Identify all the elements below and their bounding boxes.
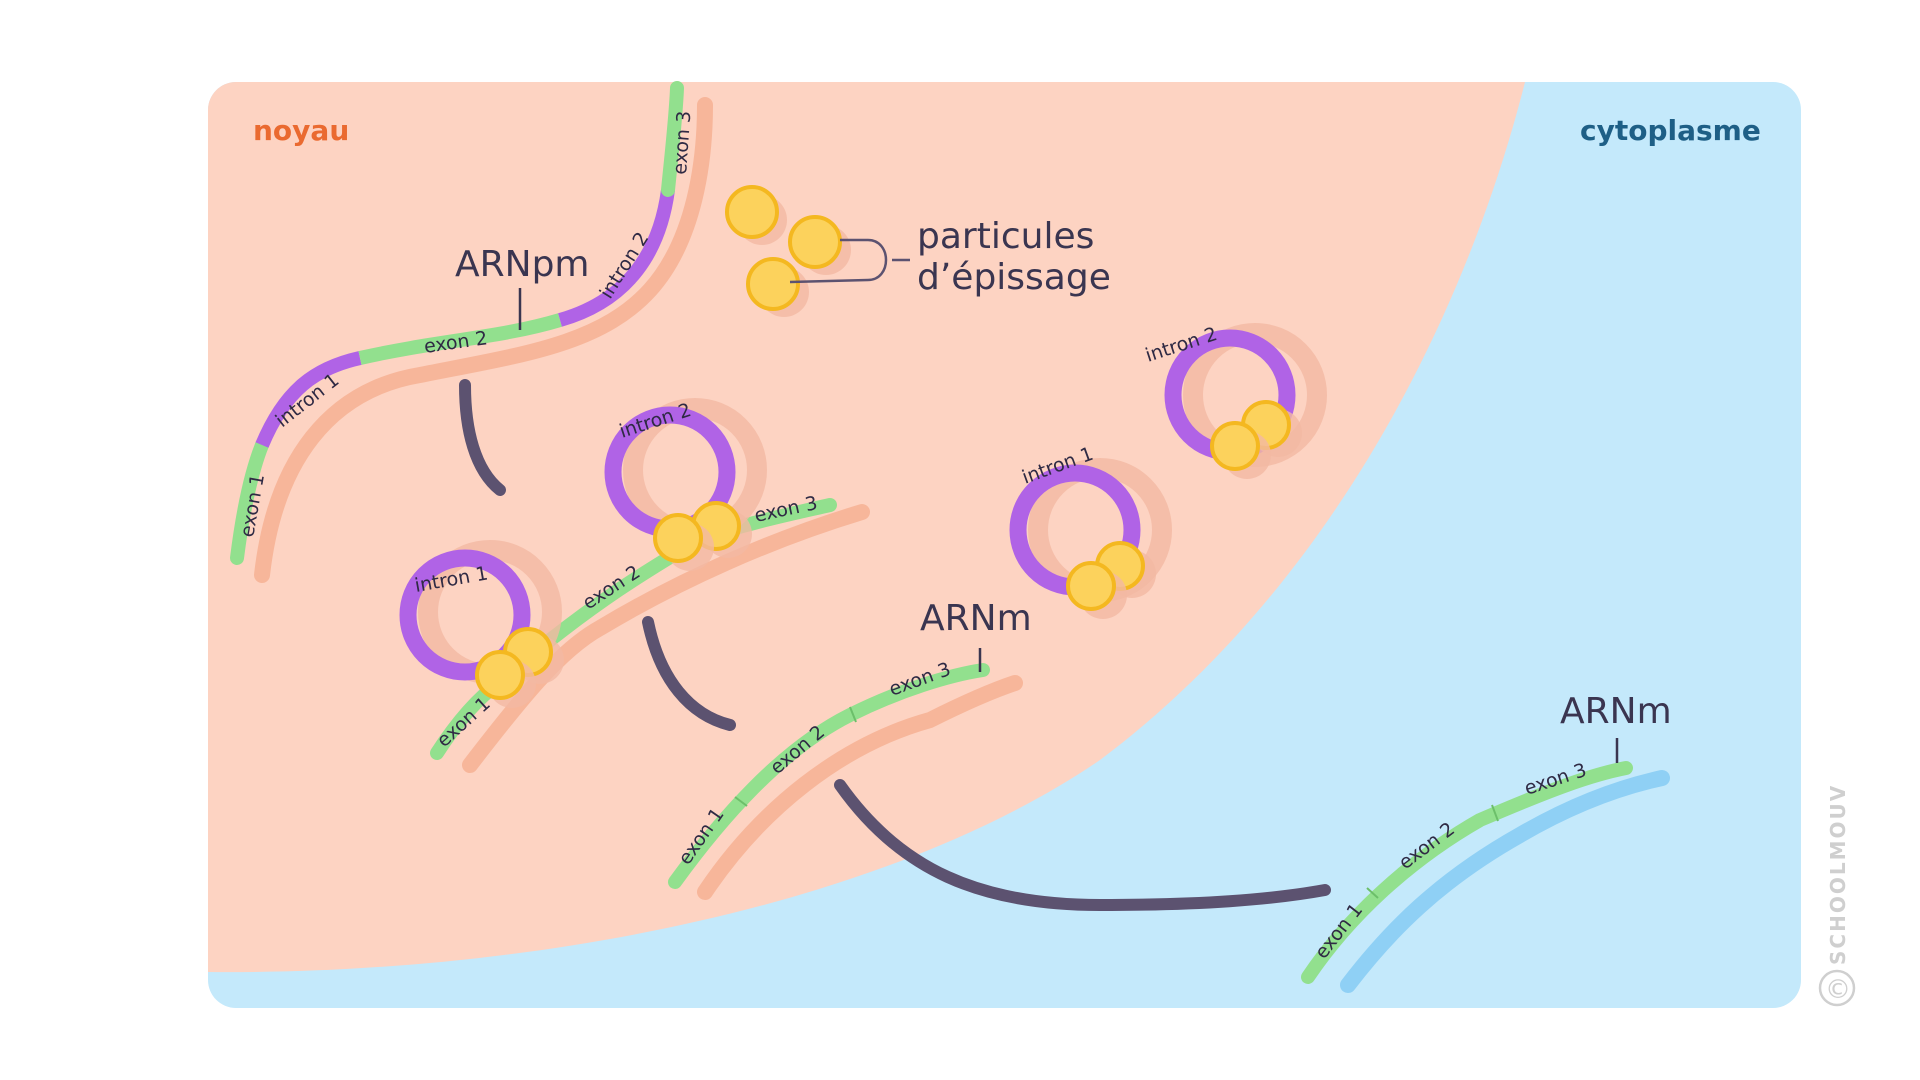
mrna-cytoplasm-label: ARNm xyxy=(1560,691,1672,732)
copyright-symbol: © xyxy=(1825,975,1851,1005)
exon3-segment xyxy=(661,81,684,197)
mrna-cytoplasm-shadow-strand xyxy=(1340,770,1670,993)
splicing-label-line1: particules xyxy=(917,216,1094,257)
nucleus-region xyxy=(208,82,1525,973)
mrna-cytoplasm-exon-strand xyxy=(1301,761,1633,984)
particle xyxy=(725,185,779,239)
intron1-loop xyxy=(399,549,531,681)
step-arrow-1 xyxy=(459,379,506,496)
watermark: SCHOOLMOUV © xyxy=(1818,784,1856,1007)
particle xyxy=(746,257,800,311)
cytoplasm-label: cytoplasme xyxy=(1580,114,1761,147)
splicing-particles: particules d’épissage xyxy=(725,185,1111,317)
watermark-text: SCHOOLMOUV xyxy=(1826,784,1850,965)
dna-shadow-strand xyxy=(254,97,713,583)
splicing-label-line2: d’épissage xyxy=(917,257,1111,298)
particles-bracket xyxy=(789,238,910,284)
pre-mrna-label: ARNpm xyxy=(455,244,590,285)
exon1-segment xyxy=(230,438,269,565)
exon2-segment xyxy=(358,313,563,365)
mrna-nucleus-exon-strand xyxy=(668,663,990,889)
mrna-nucleus-shadow-strand xyxy=(697,675,1023,900)
mrna-nucleus-label: ARNm xyxy=(920,598,1032,639)
nucleus-label: noyau xyxy=(253,114,349,147)
export-arrow xyxy=(834,779,1331,912)
particle xyxy=(788,215,842,269)
splicing-intermediate: exon 1 exon 2 exon 3 intron 1 intron 2 xyxy=(399,398,870,773)
exon3-label: exon 3 xyxy=(669,110,695,175)
copyright-icon xyxy=(1818,969,1856,1007)
step-arrow-2 xyxy=(642,616,736,731)
intron1-segment xyxy=(255,351,362,448)
intron2-segment xyxy=(558,189,675,327)
